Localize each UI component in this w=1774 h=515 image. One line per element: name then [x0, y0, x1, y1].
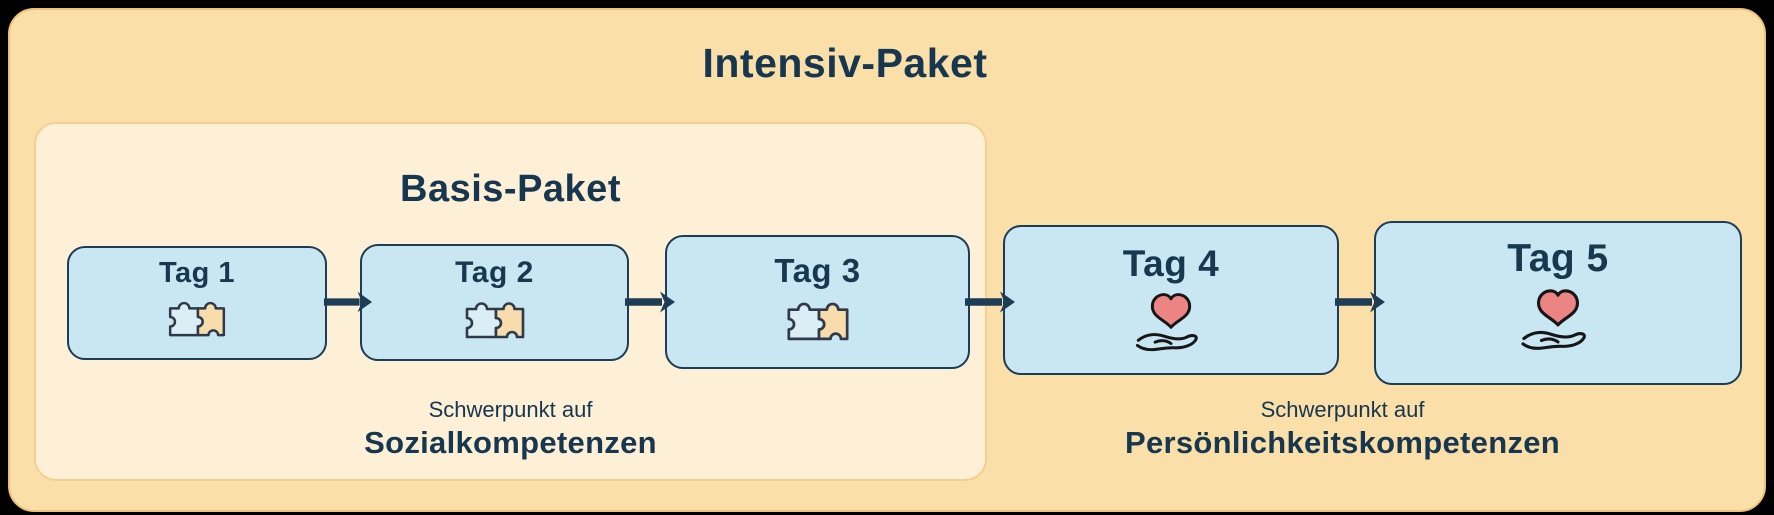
page-title: Intensiv-Paket — [702, 40, 988, 86]
intensiv-caption-line2: Persönlichkeitskompetenzen — [1124, 425, 1561, 460]
day-label: Tag 1 — [158, 257, 236, 289]
day-card-tag-4: Tag 4 — [1003, 225, 1339, 375]
day-card-tag-2: Tag 2 — [360, 244, 629, 361]
basis-caption-line2: Sozialkompetenzen — [364, 425, 657, 460]
arrow-icon — [323, 289, 373, 315]
day-label: Tag 5 — [1507, 237, 1609, 280]
arrow-icon — [623, 289, 677, 315]
puzzle-icon — [166, 293, 228, 339]
arrow-icon — [1333, 289, 1387, 315]
intensiv-caption-line1: Schwerpunkt auf — [1260, 397, 1425, 422]
puzzle-icon — [463, 293, 527, 341]
basis-caption: Schwerpunkt auf Sozialkompetenzen — [36, 396, 985, 462]
day-label: Tag 4 — [1122, 243, 1220, 284]
basis-paket-title: Basis-Paket — [400, 168, 621, 210]
basis-caption-line1: Schwerpunkt auf — [428, 397, 593, 422]
puzzle-icon — [784, 293, 852, 343]
day-card-tag-5: Tag 5 — [1374, 221, 1742, 385]
intensiv-paket-container: Intensiv-Paket Basis-Paket Schwerpunkt a… — [8, 8, 1766, 512]
intensiv-caption: Schwerpunkt auf Persönlichkeitskompetenz… — [970, 396, 1715, 462]
heart-hand-icon — [1514, 284, 1602, 358]
day-card-tag-1: Tag 1 — [67, 246, 327, 360]
day-label: Tag 2 — [455, 256, 534, 289]
heart-hand-icon — [1129, 288, 1213, 359]
day-card-tag-3: Tag 3 — [665, 235, 970, 369]
arrow-icon — [964, 289, 1016, 315]
day-label: Tag 3 — [774, 252, 861, 289]
